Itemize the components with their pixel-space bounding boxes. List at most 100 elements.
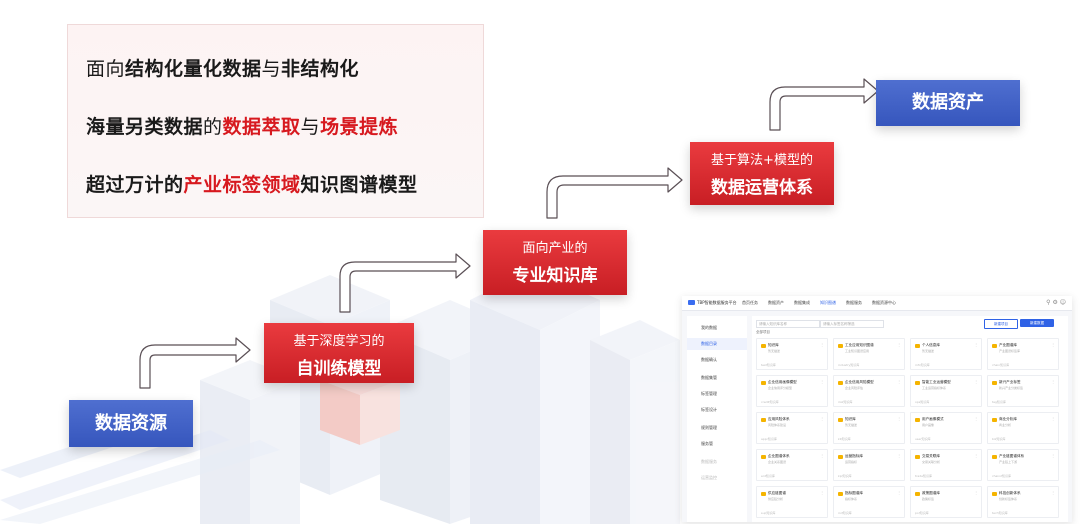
card-subtitle: 产业图谱标签库 [999, 349, 1021, 353]
card-subtitle: 暂无描述 [845, 423, 858, 427]
line1-prefix: 面向 [86, 58, 126, 80]
step-data-source: 数据资源 [69, 400, 193, 447]
side-item-9[interactable]: 运营监控 [701, 475, 717, 480]
line2-and: 与 [300, 116, 321, 138]
search-input[interactable]: 请输入知识库名称 [756, 320, 820, 328]
side-item-7[interactable]: 服务管 [701, 441, 713, 446]
more-icon[interactable]: ⋮ [1051, 453, 1055, 458]
more-icon[interactable]: ⋮ [897, 416, 901, 421]
app-toolbar-icons[interactable]: ⚲ ⚙ ☺ [1046, 299, 1066, 306]
more-icon[interactable]: ⋮ [897, 453, 901, 458]
more-icon[interactable]: ⋮ [974, 453, 978, 458]
app-sidebar: 我的数据 数据目录 数据确认 数据集管 标签管理 标签设计 规则管理 服务管 数… [687, 316, 747, 522]
app-main: 请输入知识库名称 请输入标签名称筛选 新建项目 新建数据 全部项目 知识库暂无描… [752, 316, 1068, 522]
more-icon[interactable]: ⋮ [820, 379, 824, 384]
nav-item-4[interactable]: 数据服务 [846, 300, 862, 305]
more-icon[interactable]: ⋮ [897, 342, 901, 347]
card-subtitle: 创新标签体系 [999, 497, 1018, 501]
side-item-4[interactable]: 标签管理 [701, 391, 717, 396]
nav-item-0[interactable]: 首页任务 [742, 300, 758, 305]
nav-item-1[interactable]: 数据资产 [768, 300, 784, 305]
more-icon[interactable]: ⋮ [974, 342, 978, 347]
card-footer: ops知识库 [915, 400, 930, 404]
knowledge-card[interactable]: 智能工业运营模型工业运营指标体系 ops知识库 ⋮ [910, 375, 982, 407]
filter-input[interactable]: 请输入标签名称筛选 [820, 320, 884, 328]
statement-line-1: 面向结构化量化数据与非结构化 [86, 54, 359, 81]
more-icon[interactable]: ⋮ [974, 416, 978, 421]
card-subtitle: 产业链上下游 [999, 460, 1018, 464]
statement-line-3: 超过万计的产业标签领域知识图谱模型 [86, 170, 418, 197]
side-item-3[interactable]: 数据集管 [701, 375, 717, 380]
card-title: 个人信息库 [922, 343, 940, 347]
more-icon[interactable]: ⋮ [820, 453, 824, 458]
more-icon[interactable]: ⋮ [820, 490, 824, 495]
more-icon[interactable]: ⋮ [1051, 490, 1055, 495]
folder-icon [838, 381, 843, 385]
more-icon[interactable]: ⋮ [974, 490, 978, 495]
line2-extraction: 数据萃取 [222, 116, 301, 138]
card-title: 运营指标库 [845, 454, 863, 458]
nav-item-5[interactable]: 数据资源中心 [872, 300, 896, 305]
line1-unstructured: 非结构化 [281, 58, 360, 80]
more-icon[interactable]: ⋮ [897, 379, 901, 384]
more-icon[interactable]: ⋮ [820, 342, 824, 347]
card-title: 政策图谱库 [922, 491, 940, 495]
more-icon[interactable]: ⋮ [1051, 379, 1055, 384]
card-footer: tag知识库 [992, 400, 1006, 404]
new-data-button[interactable]: 新建数据 [1020, 319, 1054, 327]
card-subtitle: 指标体系 [845, 497, 858, 501]
side-item-1[interactable]: 数据目录 [687, 338, 747, 350]
card-subtitle: 交易关联分析 [922, 460, 941, 464]
more-icon[interactable]: ⋮ [1051, 416, 1055, 421]
new-project-button[interactable]: 新建项目 [984, 319, 1018, 329]
card-subtitle: 商业分析 [999, 423, 1012, 427]
card-title: 知识库 [845, 417, 856, 421]
side-item-2[interactable]: 数据确认 [701, 357, 717, 362]
step-knowledge-base: 面向产业的 专业知识库 [483, 230, 627, 295]
folder-icon [838, 455, 843, 459]
nav-item-3[interactable]: 知识图谱 [820, 300, 836, 305]
folder-icon [992, 492, 997, 496]
more-icon[interactable]: ⋮ [820, 416, 824, 421]
card-footer: risk知识库 [838, 400, 853, 404]
card-title: 指标图谱库 [845, 491, 863, 495]
more-icon[interactable]: ⋮ [1051, 342, 1055, 347]
nav-item-2[interactable]: 数据集成 [794, 300, 810, 305]
card-subtitle: 工业运营指标体系 [922, 386, 947, 390]
card-footer: kb知识库 [838, 437, 851, 441]
side-item-5[interactable]: 标签设计 [701, 407, 717, 412]
card-title: 智能工业运营模型 [922, 380, 951, 384]
side-item-6[interactable]: 规则管理 [701, 425, 717, 430]
side-item-8[interactable]: 数据服务 [701, 459, 717, 464]
step-train-small: 基于深度学习的 [293, 334, 385, 349]
card-footer: user知识库 [915, 437, 931, 441]
side-item-0[interactable]: 我的数据 [701, 325, 717, 330]
more-icon[interactable]: ⋮ [974, 379, 978, 384]
knowledge-card[interactable]: 知识库暂无描述 kb知识库 ⋮ [833, 412, 905, 444]
folder-icon [992, 418, 997, 422]
folder-icon [761, 492, 766, 496]
statement-panel [67, 24, 484, 218]
card-title: 交易关联库 [922, 454, 940, 458]
card-footer: credit知识库 [761, 400, 779, 404]
more-icon[interactable]: ⋮ [897, 490, 901, 495]
card-subtitle: 运营指标 [845, 460, 858, 464]
